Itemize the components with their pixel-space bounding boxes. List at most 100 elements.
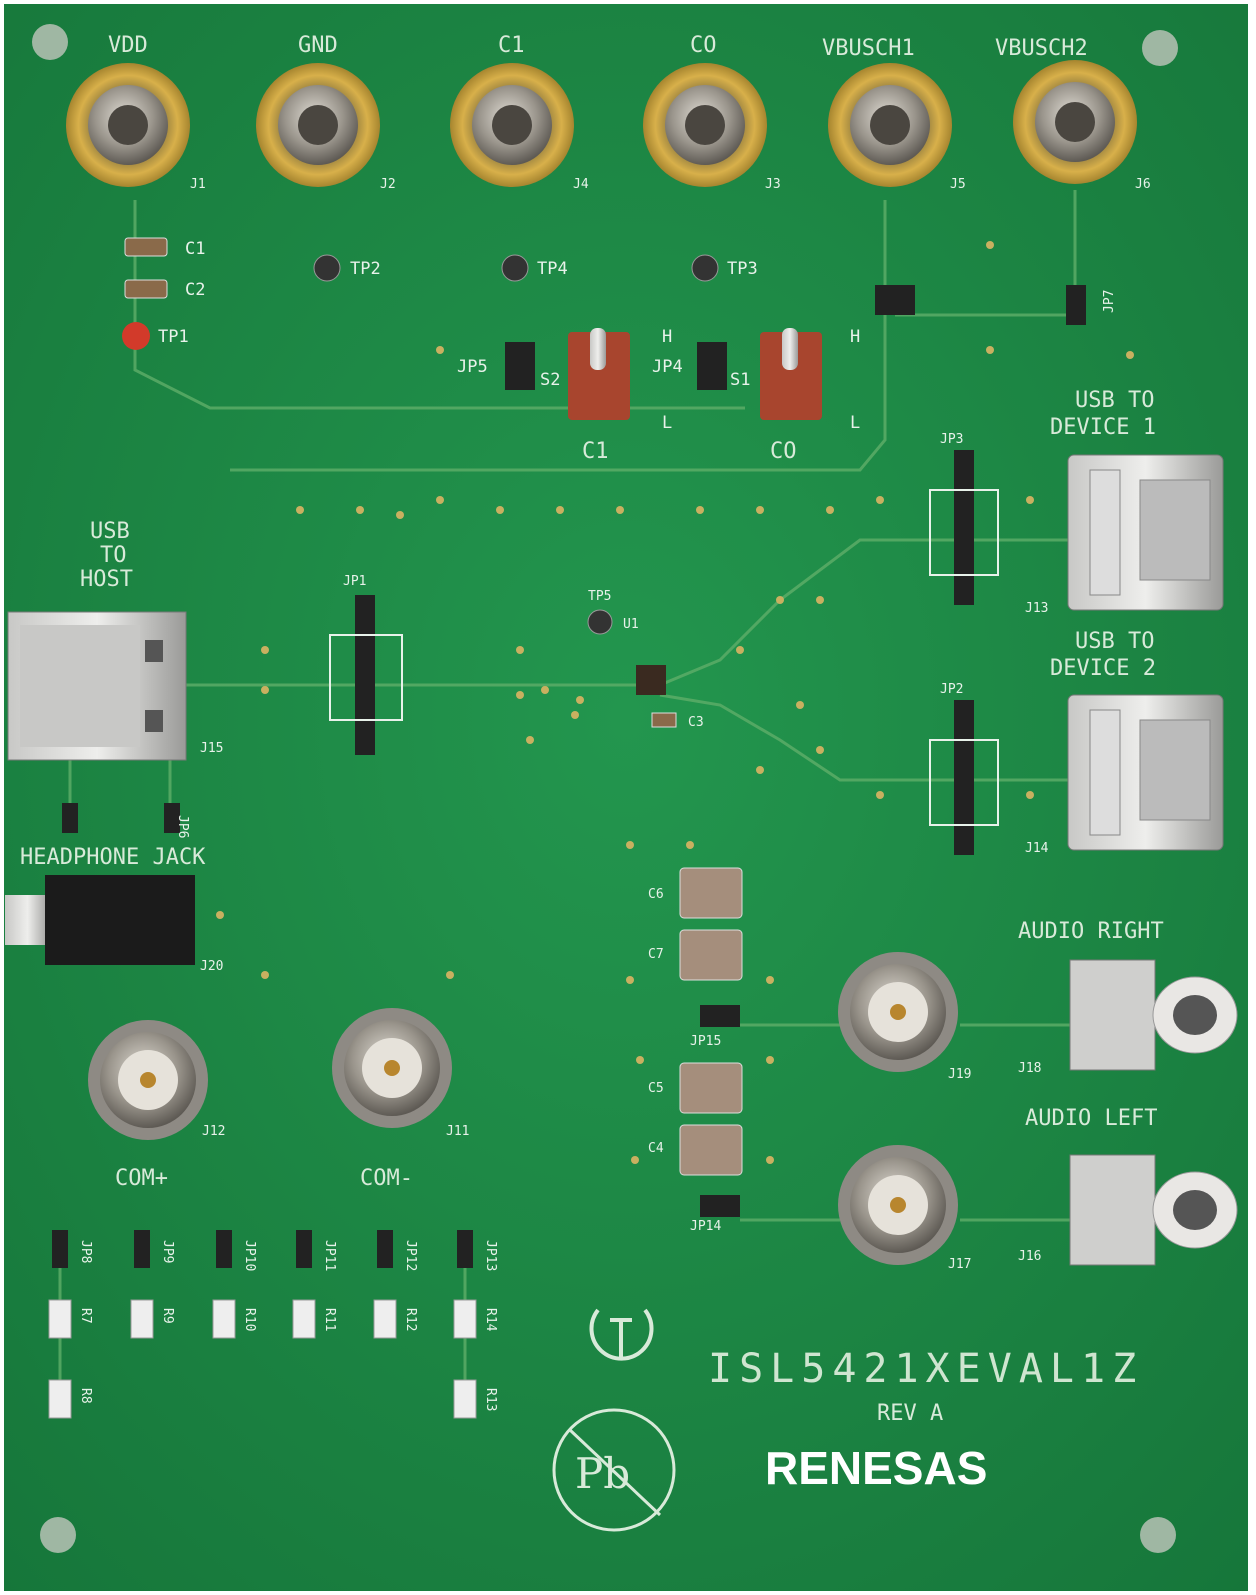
pcb	[4, 4, 1248, 1591]
via	[261, 686, 269, 694]
via	[516, 646, 524, 654]
rca-jack-audio-left[interactable]	[1069, 1154, 1238, 1266]
header-jp2[interactable]	[954, 700, 974, 855]
jumper-vbus[interactable]	[875, 285, 915, 315]
label-audio-left: AUDIO LEFT	[1025, 1106, 1157, 1131]
headphone-jack[interactable]	[5, 875, 195, 965]
jumper-jp4[interactable]	[697, 342, 727, 390]
connector-vbusch1[interactable]	[828, 63, 952, 187]
usb-a-port-device2[interactable]	[1067, 694, 1224, 851]
usb-a-port-device1[interactable]	[1067, 454, 1224, 611]
via	[626, 976, 634, 984]
bnc-j19[interactable]	[838, 952, 958, 1072]
ref-j12: J12	[202, 1124, 225, 1139]
ref-tp1: TP1	[158, 327, 189, 347]
connector-c1[interactable]	[450, 63, 574, 187]
ref-j19: J19	[948, 1067, 971, 1082]
test-point-tp3[interactable]	[691, 254, 719, 282]
headphone-section: HEADPHONE JACK J20	[5, 845, 223, 974]
via	[986, 346, 994, 354]
jumper-host-1[interactable]	[62, 803, 78, 833]
via	[876, 496, 884, 504]
jumper-jp11[interactable]	[296, 1230, 312, 1268]
label-vbusch2: VBUSCH2	[995, 36, 1088, 61]
jumper-jp9[interactable]	[134, 1230, 150, 1268]
bnc-j11-com-minus[interactable]	[332, 1008, 452, 1128]
chip-u1	[636, 665, 666, 695]
via	[756, 506, 764, 514]
toggle-switch-c1[interactable]	[568, 332, 630, 420]
via	[986, 241, 994, 249]
usb-b-port-host[interactable]	[7, 611, 187, 761]
resistor-r12	[373, 1299, 397, 1339]
ref-jp15: JP15	[690, 1034, 721, 1049]
board-revision: REV A	[877, 1401, 943, 1426]
via	[696, 506, 704, 514]
jumper-jp7[interactable]	[1066, 285, 1086, 325]
via	[1026, 496, 1034, 504]
jumper-jp12[interactable]	[377, 1230, 393, 1268]
label-usb-to-device1-line2: DEVICE 1	[1050, 415, 1156, 440]
label-audio-right: AUDIO RIGHT	[1018, 919, 1164, 944]
ref-c1: C1	[185, 239, 205, 259]
ref-r8: R8	[78, 1388, 93, 1404]
bnc-j12-com-plus[interactable]	[88, 1020, 208, 1140]
capacitor-c5	[679, 1062, 743, 1114]
jumper-jp8[interactable]	[52, 1230, 68, 1268]
connector-gnd[interactable]	[256, 63, 380, 187]
rca-jack-audio-right[interactable]	[1069, 959, 1238, 1071]
svg-text:Pb: Pb	[575, 1449, 630, 1498]
header-jp3[interactable]	[954, 450, 974, 605]
jumper-jp10[interactable]	[216, 1230, 232, 1268]
via	[766, 976, 774, 984]
via	[261, 646, 269, 654]
capacitor-c7	[679, 929, 743, 981]
via	[396, 511, 404, 519]
header-jp1[interactable]	[355, 595, 375, 755]
ref-u1: U1	[623, 617, 639, 632]
ref-j11: J11	[446, 1124, 469, 1139]
top-connectors: VDD GND C1 CO VBUSCH1 VBUSCH2 J1 J2 J4 J…	[66, 33, 1151, 192]
via	[576, 696, 584, 704]
ref-jp10: JP10	[242, 1240, 257, 1271]
test-point-tp2[interactable]	[313, 254, 341, 282]
toggle-switch-co[interactable]	[760, 332, 822, 420]
ref-j13: J13	[1025, 601, 1048, 616]
connector-vdd[interactable]	[66, 63, 190, 187]
vias	[216, 241, 1134, 1164]
jumper-jp5[interactable]	[505, 342, 535, 390]
via	[876, 791, 884, 799]
jumper-jp14[interactable]	[700, 1195, 740, 1217]
label-usb-to-device2-line2: DEVICE 2	[1050, 656, 1156, 681]
ref-c4: C4	[648, 1141, 664, 1156]
board-name: ISL5421XEVAL1Z	[708, 1346, 1143, 1392]
label-co: CO	[690, 33, 717, 58]
ref-jp8: JP8	[78, 1240, 93, 1263]
connector-vbusch2[interactable]	[1013, 60, 1137, 184]
audio-section: C6 C7 C5 C4 JP15 JP14 J19 J17 AUDIO RIGH…	[648, 867, 1238, 1272]
via	[816, 746, 824, 754]
test-point-tp4[interactable]	[501, 254, 529, 282]
test-point-tp5[interactable]	[587, 609, 613, 635]
jumper-jp13[interactable]	[457, 1230, 473, 1268]
switch-area: JP5 S2 H L C1 JP4 S1 H L CO JP7	[457, 285, 1117, 464]
via	[686, 841, 694, 849]
ref-tp3: TP3	[727, 259, 758, 279]
label-usb-host-line3: HOST	[80, 567, 133, 592]
ref-jp5: JP5	[457, 357, 488, 377]
test-point-tp1[interactable]	[122, 322, 150, 350]
via	[631, 1156, 639, 1164]
bnc-j17[interactable]	[838, 1145, 958, 1265]
jumper-jp6[interactable]	[164, 803, 180, 833]
power-filter: C1 C2 TP1 TP2 TP4 TP3	[122, 237, 758, 350]
ref-j4: J4	[573, 177, 589, 192]
via	[636, 1056, 644, 1064]
connector-co[interactable]	[643, 63, 767, 187]
jumper-jp15[interactable]	[700, 1005, 740, 1027]
via	[626, 841, 634, 849]
ref-jp1: JP1	[343, 574, 366, 589]
via	[826, 506, 834, 514]
switch-c1-low: L	[662, 413, 672, 433]
label-vbusch1: VBUSCH1	[822, 36, 915, 61]
